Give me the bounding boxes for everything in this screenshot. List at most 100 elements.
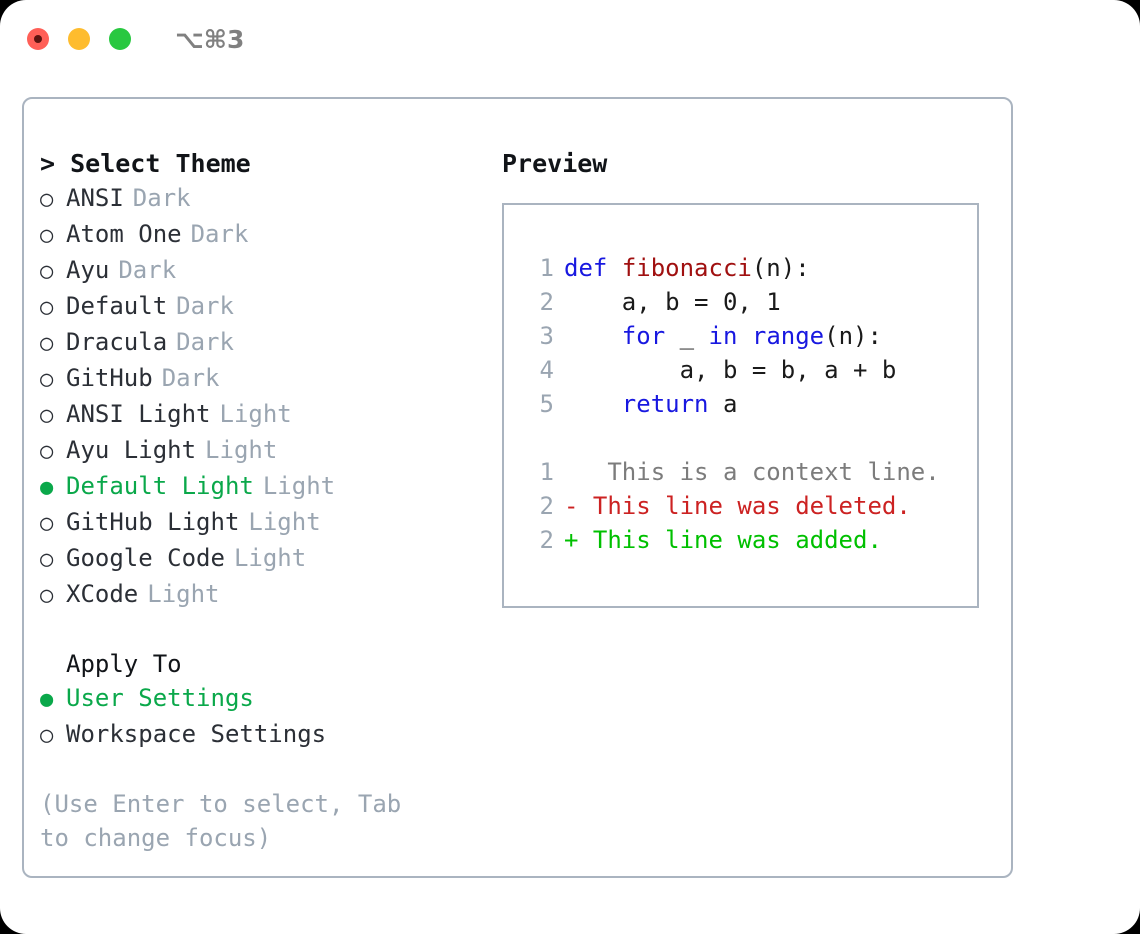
- theme-option-name: Dracula: [66, 328, 168, 356]
- theme-option-tag: Dark: [118, 256, 177, 284]
- apply-to-header: Apply To: [66, 650, 182, 678]
- theme-option-tag: Light: [248, 508, 321, 536]
- line-number: 3: [539, 322, 554, 350]
- line-number: 5: [539, 390, 554, 418]
- code-token: [737, 322, 751, 350]
- radio-unselected-icon: ○: [40, 403, 54, 428]
- theme-option-name: Default: [66, 292, 168, 320]
- radio-unselected-icon: ○: [40, 187, 54, 212]
- apply-to-list[interactable]: ●User Settings○Workspace Settings: [40, 681, 490, 753]
- line-number: 4: [539, 356, 554, 384]
- code-line: 5 return a: [522, 387, 977, 421]
- theme-option-google-code[interactable]: ○ Google Code Light: [40, 541, 490, 577]
- theme-option-tag: Dark: [190, 220, 249, 248]
- theme-option-name: Ayu Light: [66, 436, 197, 464]
- theme-option-ansi-light[interactable]: ○ ANSI Light Light: [40, 397, 490, 433]
- code-token: for: [621, 322, 666, 350]
- theme-option-tag: Dark: [176, 292, 234, 320]
- theme-option-name: Google Code: [66, 544, 225, 572]
- theme-option-name: ANSI Light: [66, 400, 211, 428]
- diff-marker: [564, 455, 578, 489]
- code-token: a, b = b, a + b: [564, 356, 897, 384]
- theme-option-tag: Light: [219, 400, 292, 428]
- line-number: 1: [539, 254, 554, 282]
- code-diff-separator: [522, 421, 977, 455]
- code-token: in: [708, 322, 738, 350]
- apply-to-option-user-settings[interactable]: ●User Settings: [40, 681, 490, 717]
- radio-unselected-icon: ○: [40, 583, 54, 608]
- radio-unselected-icon: ○: [40, 295, 54, 320]
- maximize-window-button[interactable]: [109, 28, 131, 50]
- code-token: return: [621, 390, 709, 418]
- code-line: 4 a, b = b, a + b: [522, 353, 977, 387]
- theme-option-ansi[interactable]: ○ ANSI Dark: [40, 181, 490, 217]
- title-bar: ⌥⌘3: [0, 0, 1140, 78]
- select-theme-header: > Select Theme: [40, 149, 251, 178]
- theme-option-name: ANSI: [66, 184, 124, 212]
- radio-selected-icon: ●: [40, 687, 54, 712]
- code-token: (n):: [824, 322, 882, 350]
- code-token: _: [665, 322, 709, 350]
- theme-option-tag: Dark: [176, 328, 234, 356]
- minimize-window-button[interactable]: [68, 28, 90, 50]
- code-line-content: a, b = b, a + b: [564, 353, 897, 387]
- radio-unselected-icon: ○: [40, 367, 54, 392]
- theme-option-github[interactable]: ○ GitHub Dark: [40, 361, 490, 397]
- radio-unselected-icon: ○: [40, 259, 54, 284]
- radio-unselected-icon: ○: [40, 439, 54, 464]
- code-token: def: [564, 254, 608, 282]
- apply-to-option-workspace-settings[interactable]: ○Workspace Settings: [40, 717, 490, 753]
- theme-option-tag: Light: [147, 580, 220, 608]
- code-line: 3 for _ in range(n):: [522, 319, 977, 353]
- theme-option-name: XCode: [66, 580, 139, 608]
- preview-title: Preview: [502, 149, 608, 178]
- code-line-content: return a: [564, 387, 738, 421]
- code-token: [564, 322, 622, 350]
- code-token: a: [708, 390, 738, 418]
- code-line-content: for _ in range(n):: [564, 319, 882, 353]
- diff-line-text: This is a context line.: [578, 458, 940, 486]
- radio-unselected-icon: ○: [40, 547, 54, 572]
- theme-option-name: Default Light: [66, 472, 254, 500]
- theme-option-xcode[interactable]: ○ XCode Light: [40, 577, 490, 613]
- code-line: 2 a, b = 0, 1: [522, 285, 977, 319]
- keyboard-shortcut-label: ⌥⌘3: [175, 24, 245, 54]
- close-window-button[interactable]: [27, 28, 49, 50]
- diff-line-ctx: 1 This is a context line.: [522, 455, 977, 489]
- line-number: 2: [539, 526, 554, 554]
- code-token: a, b = 0, 1: [564, 288, 781, 316]
- code-token: [564, 390, 622, 418]
- keyboard-hint-text: (Use Enter to select, Tab to change focu…: [40, 790, 416, 852]
- theme-option-tag: Dark: [132, 184, 191, 212]
- theme-option-name: Atom One: [66, 220, 182, 248]
- diff-line-add: 2+ This line was added.: [522, 523, 977, 557]
- radio-unselected-icon: ○: [40, 723, 54, 748]
- diff-line-text: This line was deleted.: [578, 492, 911, 520]
- line-number: 2: [539, 288, 554, 316]
- theme-option-default[interactable]: ○ Default Dark: [40, 289, 490, 325]
- list-spacer: [40, 613, 490, 647]
- theme-option-tag: Dark: [161, 364, 220, 392]
- theme-option-name: GitHub: [66, 364, 153, 392]
- line-number: 2: [539, 492, 554, 520]
- diff-line-del: 2- This line was deleted.: [522, 489, 977, 523]
- diff-sample: 1 This is a context line.2- This line wa…: [522, 455, 977, 557]
- theme-option-tag: Light: [233, 544, 307, 572]
- theme-option-tag: Light: [262, 472, 336, 500]
- traffic-lights: [27, 28, 131, 50]
- code-line-content: a, b = 0, 1: [564, 285, 781, 319]
